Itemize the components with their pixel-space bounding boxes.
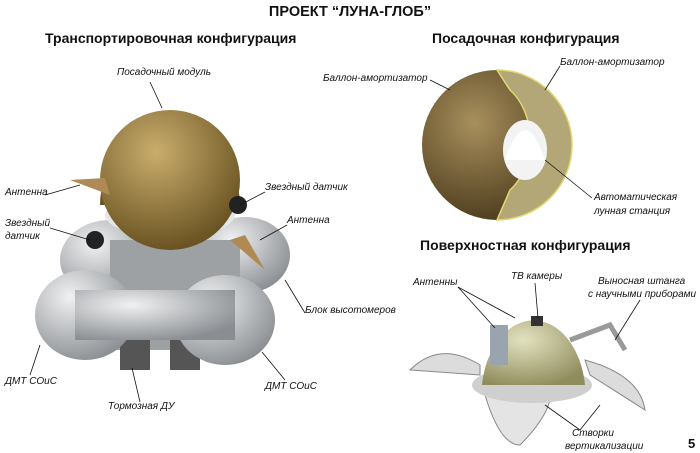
label-dmt-right: ДМТ СОиС bbox=[265, 381, 317, 392]
label-brake-engine: Тормозная ДУ bbox=[108, 401, 175, 412]
label-station-1: Автоматическая bbox=[594, 192, 678, 203]
slide-title: ПРОЕКТ “ЛУНА-ГЛОБ” bbox=[268, 4, 432, 20]
transport-leader-lines bbox=[29, 81, 306, 403]
label-star-sensor-left-2: датчик bbox=[5, 231, 40, 242]
label-petals-2: вертикализации bbox=[565, 441, 644, 452]
label-station-2: лунная станция bbox=[594, 206, 671, 217]
label-altimeter-block: Блок высотомеров bbox=[305, 305, 396, 316]
label-star-sensor-right: Звездный датчик bbox=[265, 182, 348, 193]
heading-surface: Поверхностная конфигурация bbox=[420, 237, 631, 253]
landing-leader-lines bbox=[429, 65, 593, 199]
label-balloon-left: Баллон-амортизатор bbox=[323, 73, 428, 84]
label-antenna-right: Антенна bbox=[287, 215, 330, 226]
label-boom-1: Выносная штанга bbox=[598, 276, 686, 287]
label-star-sensor-left-1: Звездный bbox=[5, 218, 51, 229]
label-dmt-left: ДМТ СОиС bbox=[5, 376, 57, 387]
landing-sphere bbox=[422, 69, 573, 221]
page-number: 5 bbox=[688, 436, 696, 451]
label-balloon-right: Баллон-амортизатор bbox=[560, 57, 665, 68]
surface-lander bbox=[408, 316, 646, 446]
label-antenna-left: Антенна bbox=[5, 187, 48, 198]
label-tv-cameras: ТВ камеры bbox=[511, 271, 563, 282]
label-landing-module: Посадочный модуль bbox=[117, 67, 212, 78]
label-petals-1: Створки bbox=[572, 428, 614, 439]
label-boom-2: с научными приборами bbox=[588, 289, 697, 300]
transport-spacecraft bbox=[35, 110, 290, 370]
heading-landing: Посадочная конфигурация bbox=[432, 30, 620, 46]
label-antennas: Антенны bbox=[413, 277, 458, 288]
surface-leader-lines bbox=[457, 282, 641, 431]
heading-transport: Транспортировочная конфигурация bbox=[45, 30, 297, 46]
